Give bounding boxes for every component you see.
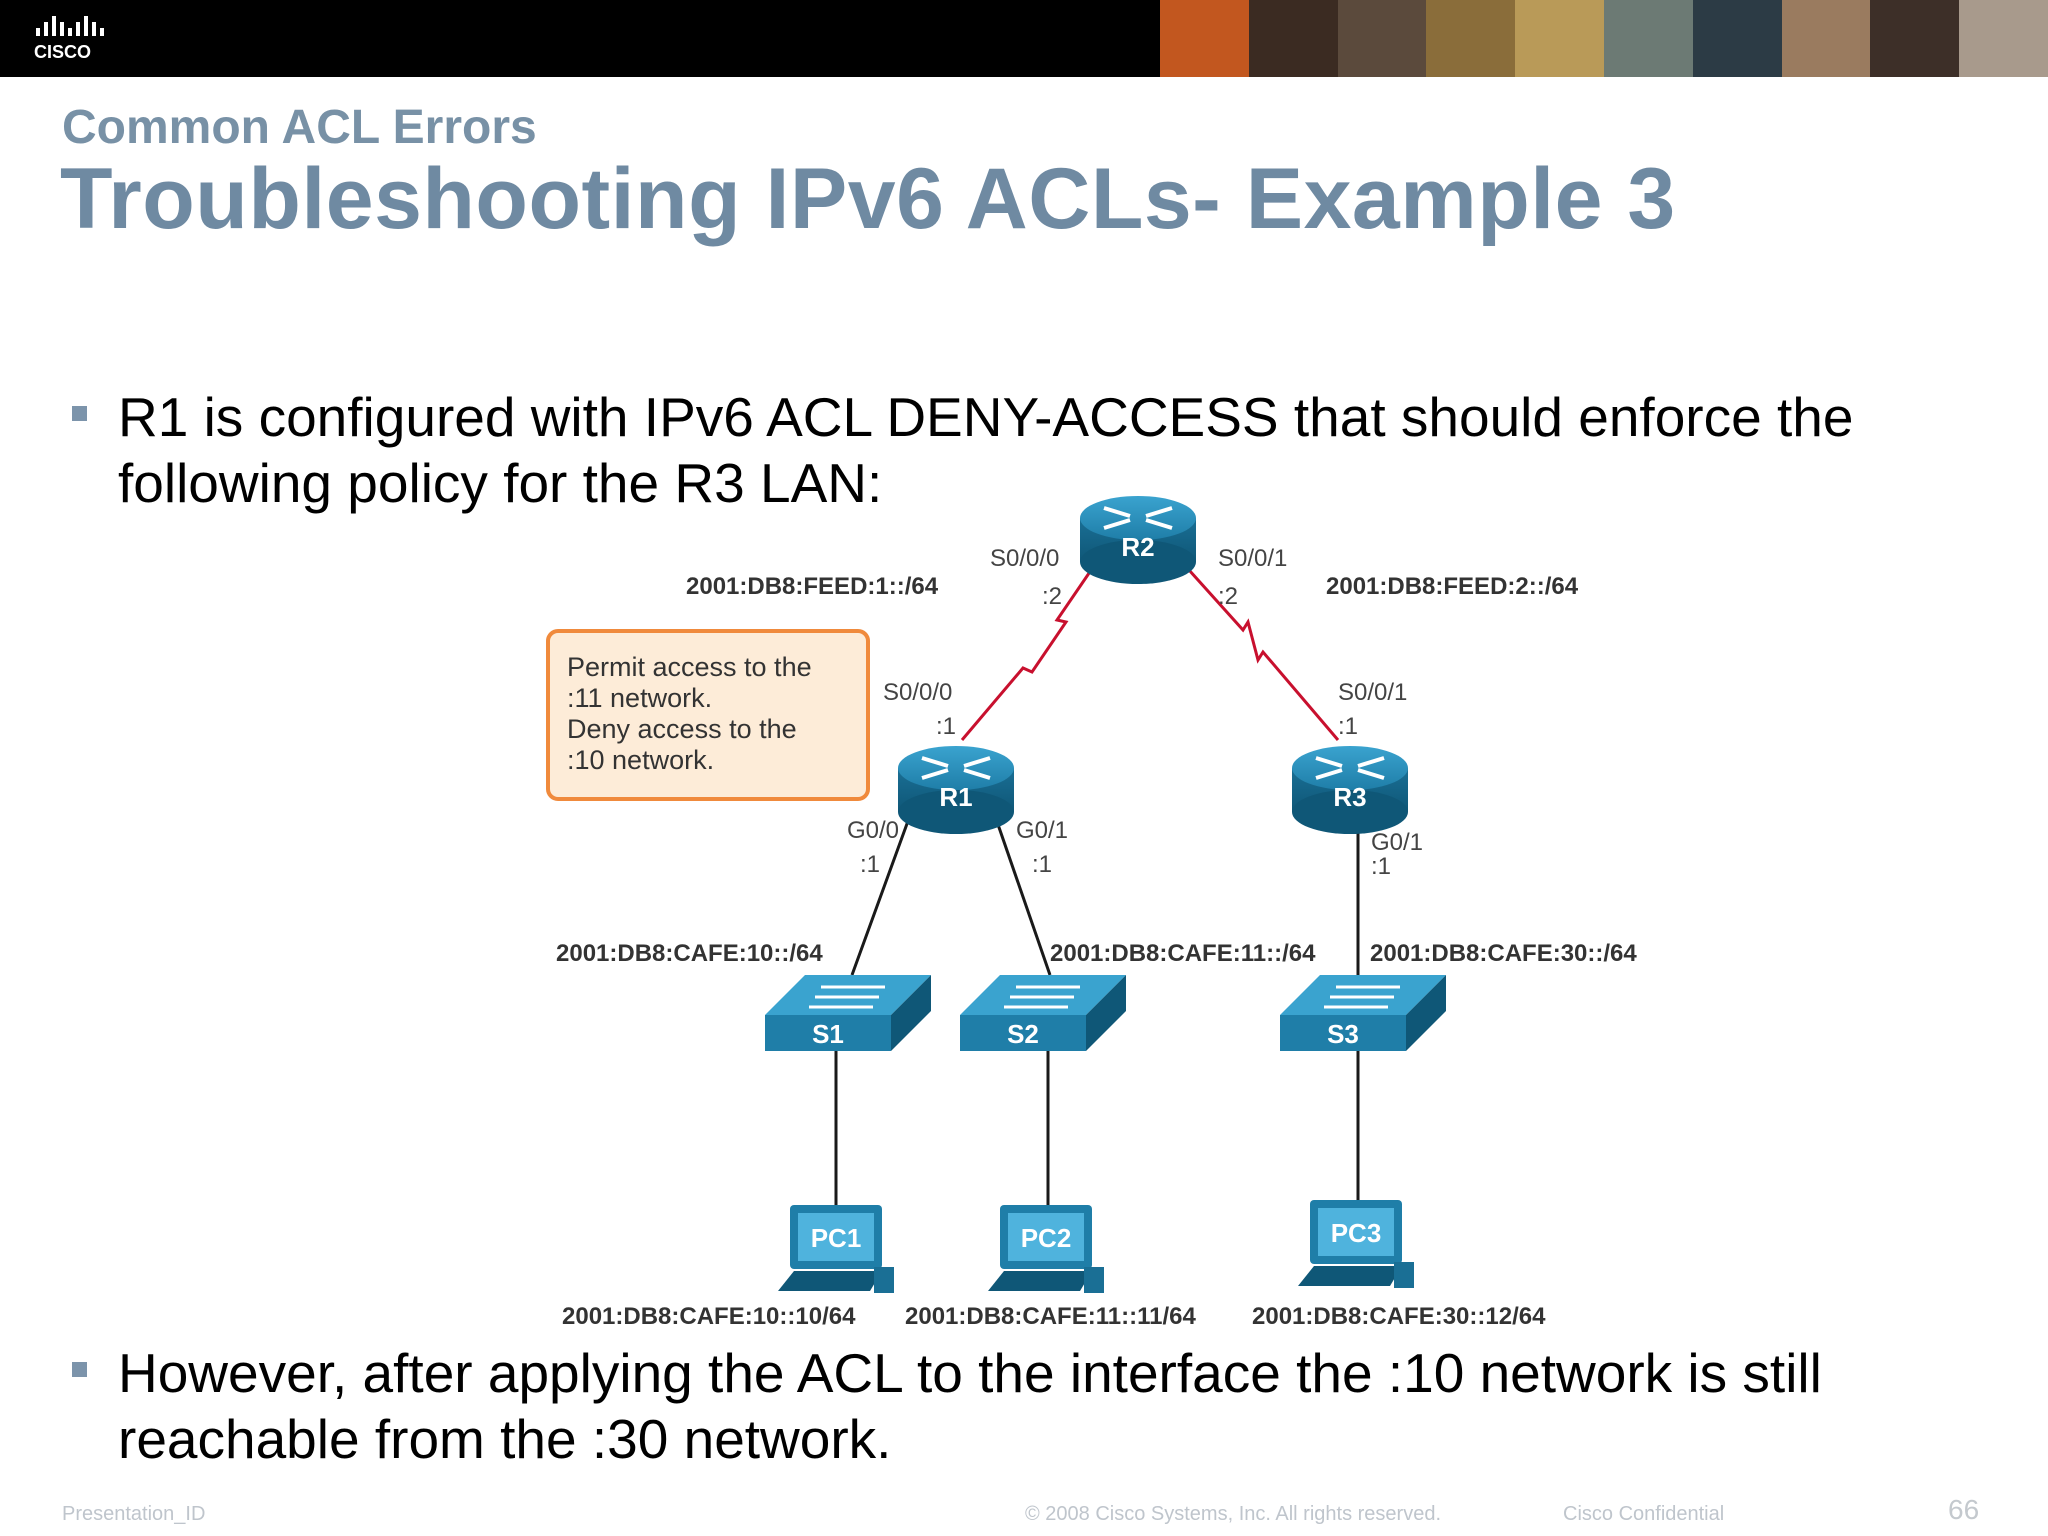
header-bar: CISCO <box>0 0 2048 77</box>
pc-pc2[interactable]: PC2 <box>988 1205 1104 1293</box>
if-r1-s000-addr: :1 <box>936 713 956 740</box>
callout-line-1: Permit access to the <box>567 652 812 682</box>
pc-pc2-label: PC2 <box>1021 1223 1072 1253</box>
switch-s1-label: S1 <box>812 1019 844 1049</box>
if-r3-g01: G0/1 <box>1371 829 1423 856</box>
switch-s3[interactable]: S3 <box>1280 975 1446 1051</box>
router-r2-label: R2 <box>1121 532 1154 562</box>
footer-confidential: Cisco Confidential <box>1563 1503 1725 1525</box>
bullet-2-text: However, after applying the ACL to the i… <box>118 1342 1822 1470</box>
pc-pc1[interactable]: PC1 <box>778 1205 894 1293</box>
router-r2[interactable]: R2 <box>1080 496 1196 584</box>
slide-title: Troubleshooting IPv6 ACLs- Example 3 <box>60 151 1676 247</box>
network-label-cafe10: 2001:DB8:CAFE:10::/64 <box>556 940 823 967</box>
if-r1-g00-addr: :1 <box>860 851 880 878</box>
link-r1-s1 <box>850 809 914 976</box>
serial-link-r2-r3 <box>1178 558 1340 741</box>
router-r3[interactable]: R3 <box>1292 746 1408 834</box>
policy-callout: Permit access to the :11 network. Deny a… <box>546 629 870 801</box>
footer-copyright: © 2008 Cisco Systems, Inc. All rights re… <box>1025 1503 1442 1525</box>
callout-line-4: :10 network. <box>567 745 714 775</box>
cisco-logo: CISCO <box>34 16 104 62</box>
network-label-feed1: 2001:DB8:FEED:1::/64 <box>686 573 939 600</box>
pc-pc1-label: PC1 <box>811 1223 862 1253</box>
if-r2-s000-addr: :2 <box>1042 583 1062 610</box>
if-r1-g01-addr: :1 <box>1032 851 1052 878</box>
switch-s3-label: S3 <box>1327 1019 1359 1049</box>
router-r1-label: R1 <box>939 782 972 812</box>
bullet-marker <box>72 406 87 421</box>
if-r3-s001: S0/0/1 <box>1338 679 1407 706</box>
router-r3-label: R3 <box>1333 782 1366 812</box>
bullet-marker <box>72 1362 87 1377</box>
router-r1[interactable]: R1 <box>898 746 1014 834</box>
switch-s2-label: S2 <box>1007 1019 1039 1049</box>
if-r3-s001-addr: :1 <box>1338 713 1358 740</box>
bullet-1-text: R1 is configured with IPv6 ACL DENY-ACCE… <box>118 386 1854 514</box>
if-r1-s000: S0/0/0 <box>883 679 952 706</box>
pc-pc3[interactable]: PC3 <box>1298 1200 1414 1288</box>
host-address-pc1: 2001:DB8:CAFE:10::10/64 <box>562 1303 856 1330</box>
cisco-logo-text: CISCO <box>34 42 91 62</box>
if-r1-g00: G0/0 <box>847 817 899 844</box>
switch-s2[interactable]: S2 <box>960 975 1126 1051</box>
host-address-pc2: 2001:DB8:CAFE:11::11/64 <box>905 1303 1196 1330</box>
network-label-cafe30: 2001:DB8:CAFE:30::/64 <box>1370 940 1637 967</box>
if-r2-s001: S0/0/1 <box>1218 545 1287 572</box>
callout-line-3: Deny access to the <box>567 714 797 744</box>
slide-subtitle: Common ACL Errors <box>62 101 537 154</box>
link-r1-s2 <box>991 809 1052 976</box>
footer-presentation-id: Presentation_ID <box>62 1503 206 1525</box>
switch-s1[interactable]: S1 <box>765 975 931 1051</box>
header-photo-strip <box>1160 0 2048 77</box>
pc-pc3-label: PC3 <box>1331 1218 1382 1248</box>
callout-line-2: :11 network. <box>567 683 712 713</box>
serial-link-r2-r1 <box>960 559 1100 741</box>
network-label-cafe11: 2001:DB8:CAFE:11::/64 <box>1050 940 1316 967</box>
if-r2-s001-addr: :2 <box>1218 583 1238 610</box>
host-address-pc3: 2001:DB8:CAFE:30::12/64 <box>1252 1303 1546 1330</box>
page-number: 66 <box>1948 1494 1980 1525</box>
if-r1-g01: G0/1 <box>1016 817 1068 844</box>
if-r2-s000: S0/0/0 <box>990 545 1059 572</box>
network-label-feed2: 2001:DB8:FEED:2::/64 <box>1326 573 1579 600</box>
if-r3-g01-addr: :1 <box>1371 853 1391 880</box>
